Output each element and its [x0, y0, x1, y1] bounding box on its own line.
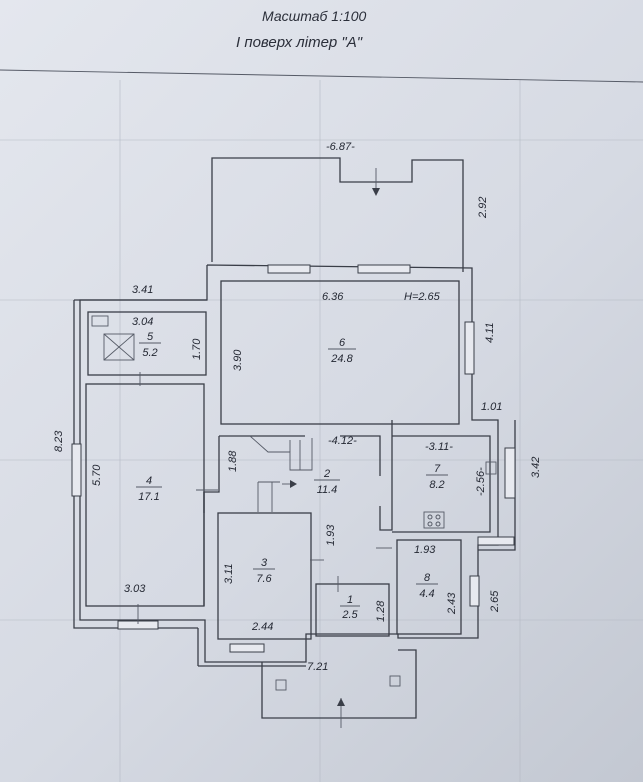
sheet-grid	[0, 80, 643, 782]
dim-room8-depth: 2.43	[446, 592, 458, 615]
dim-room5-width: 3.04	[132, 316, 153, 328]
dim-porch-depth: 2.92	[477, 197, 489, 219]
svg-text:4.4: 4.4	[419, 588, 434, 600]
svg-text:8.2: 8.2	[429, 479, 444, 491]
svg-text:7: 7	[434, 463, 441, 475]
dim-room5-depth: 1.70	[191, 338, 203, 360]
interior-walls	[85, 280, 491, 640]
dim-right-411: 4.11	[484, 322, 496, 343]
dim-right-265: 2.65	[489, 590, 501, 613]
dim-room3-width: 2.44	[251, 621, 273, 633]
kitchen-equipment	[423, 461, 497, 529]
dim-top-width: -6.87-	[326, 141, 355, 153]
dim-hall-412: -4.12-	[328, 435, 357, 447]
dim-room4-width: 3.03	[124, 583, 146, 595]
floor-title: І поверх літер "А"	[236, 34, 363, 51]
staircase	[249, 435, 313, 512]
top-porch	[211, 157, 464, 272]
svg-text:4: 4	[146, 475, 152, 487]
dim-right-101: 1.01	[481, 401, 502, 413]
dim-room7-depth: -2.56-	[475, 467, 487, 496]
dim-room6-width: 6.36	[322, 291, 344, 303]
room-label-2: 2 11.4	[314, 468, 340, 496]
svg-text:17.1: 17.1	[138, 491, 159, 503]
bottom-porch	[261, 649, 417, 728]
dim-room6-height: H=2.65	[404, 291, 441, 303]
scale-label: Масштаб 1:100	[262, 8, 367, 24]
dim-room1-depth: 1.28	[375, 600, 387, 622]
svg-text:2.5: 2.5	[341, 609, 358, 621]
dim-bottom-width: 7.21	[307, 661, 328, 673]
svg-text:24.8: 24.8	[330, 353, 353, 365]
svg-text:5: 5	[147, 331, 154, 343]
dim-room7-width: -3.11-	[425, 441, 453, 453]
svg-text:2: 2	[323, 468, 330, 480]
dim-hall-188: 1.88	[227, 450, 239, 472]
room-label-4: 4 17.1	[136, 475, 162, 503]
svg-text:5.2: 5.2	[142, 347, 157, 359]
boiler-symbol	[91, 315, 135, 361]
svg-text:7.6: 7.6	[256, 573, 272, 585]
room-label-5: 5 5.2	[139, 331, 161, 359]
dim-room8-width: 1.93	[414, 544, 436, 556]
dim-room6-depth: 3.90	[232, 349, 244, 371]
room-label-3: 3 7.6	[253, 557, 275, 585]
svg-text:8: 8	[424, 572, 431, 584]
dim-hall-193: 1.93	[325, 524, 337, 546]
dim-room3-depth: 3.11	[223, 563, 235, 584]
windows	[71, 264, 516, 653]
room-label-8: 8 4.4	[416, 572, 438, 600]
room-labels: 1 2.5 2 11.4 3 7.6 4 17.1 5 5.2 6 24.8	[136, 331, 448, 621]
svg-text:11.4: 11.4	[317, 484, 338, 496]
dim-left-top: 3.41	[132, 284, 153, 296]
room-label-6: 6 24.8	[328, 337, 356, 365]
dim-left-823: 8.23	[53, 430, 65, 452]
svg-text:3: 3	[261, 557, 268, 569]
room-label-7: 7 8.2	[426, 463, 448, 491]
svg-text:1: 1	[347, 594, 353, 606]
door-ticks	[137, 372, 392, 624]
header-rule	[0, 69, 643, 83]
room-label-1: 1 2.5	[340, 594, 360, 621]
dim-room4-depth: 5.70	[91, 464, 103, 486]
dimension-labels: -6.87- 2.92 3.41 4.11 1.01 3.42 8.23 2.6…	[53, 141, 542, 673]
svg-text:6: 6	[339, 337, 346, 349]
dim-right-342: 3.42	[530, 457, 542, 478]
